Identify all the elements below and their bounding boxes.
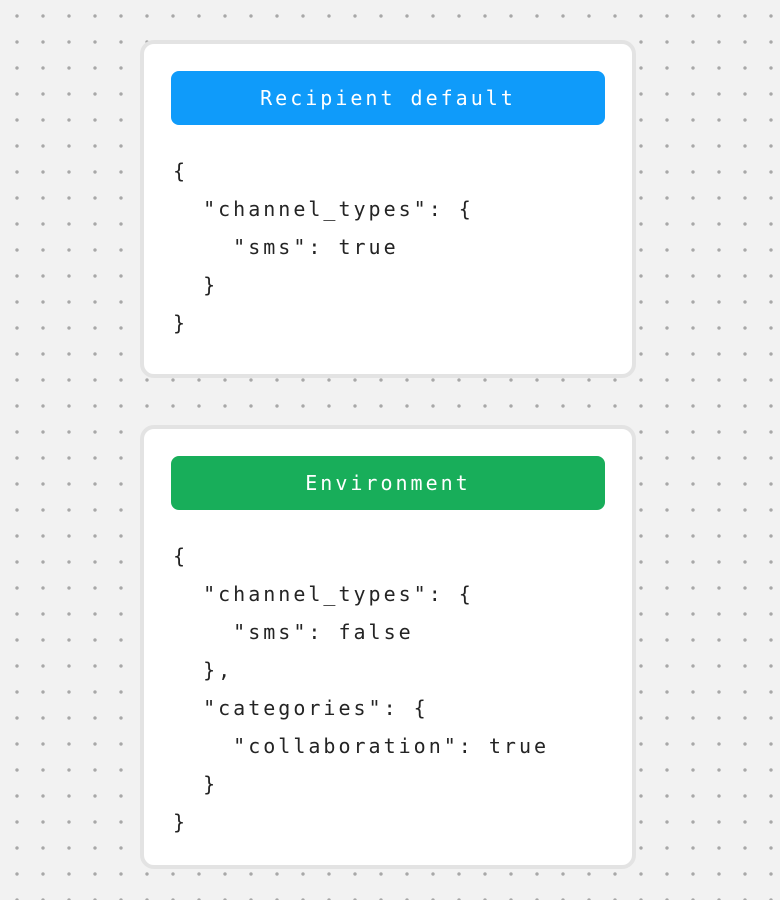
environment-json-code: { "channel_types": { "sms": false }, "ca… (173, 544, 550, 834)
environment-header-badge: Environment (171, 456, 605, 510)
recipient-default-header-badge: Recipient default (171, 71, 605, 125)
recipient-default-card: Recipient default { "channel_types": { "… (140, 40, 636, 378)
recipient-default-json-code: { "channel_types": { "sms": true } } (173, 159, 474, 335)
environment-card: Environment { "channel_types": { "sms": … (140, 425, 636, 869)
